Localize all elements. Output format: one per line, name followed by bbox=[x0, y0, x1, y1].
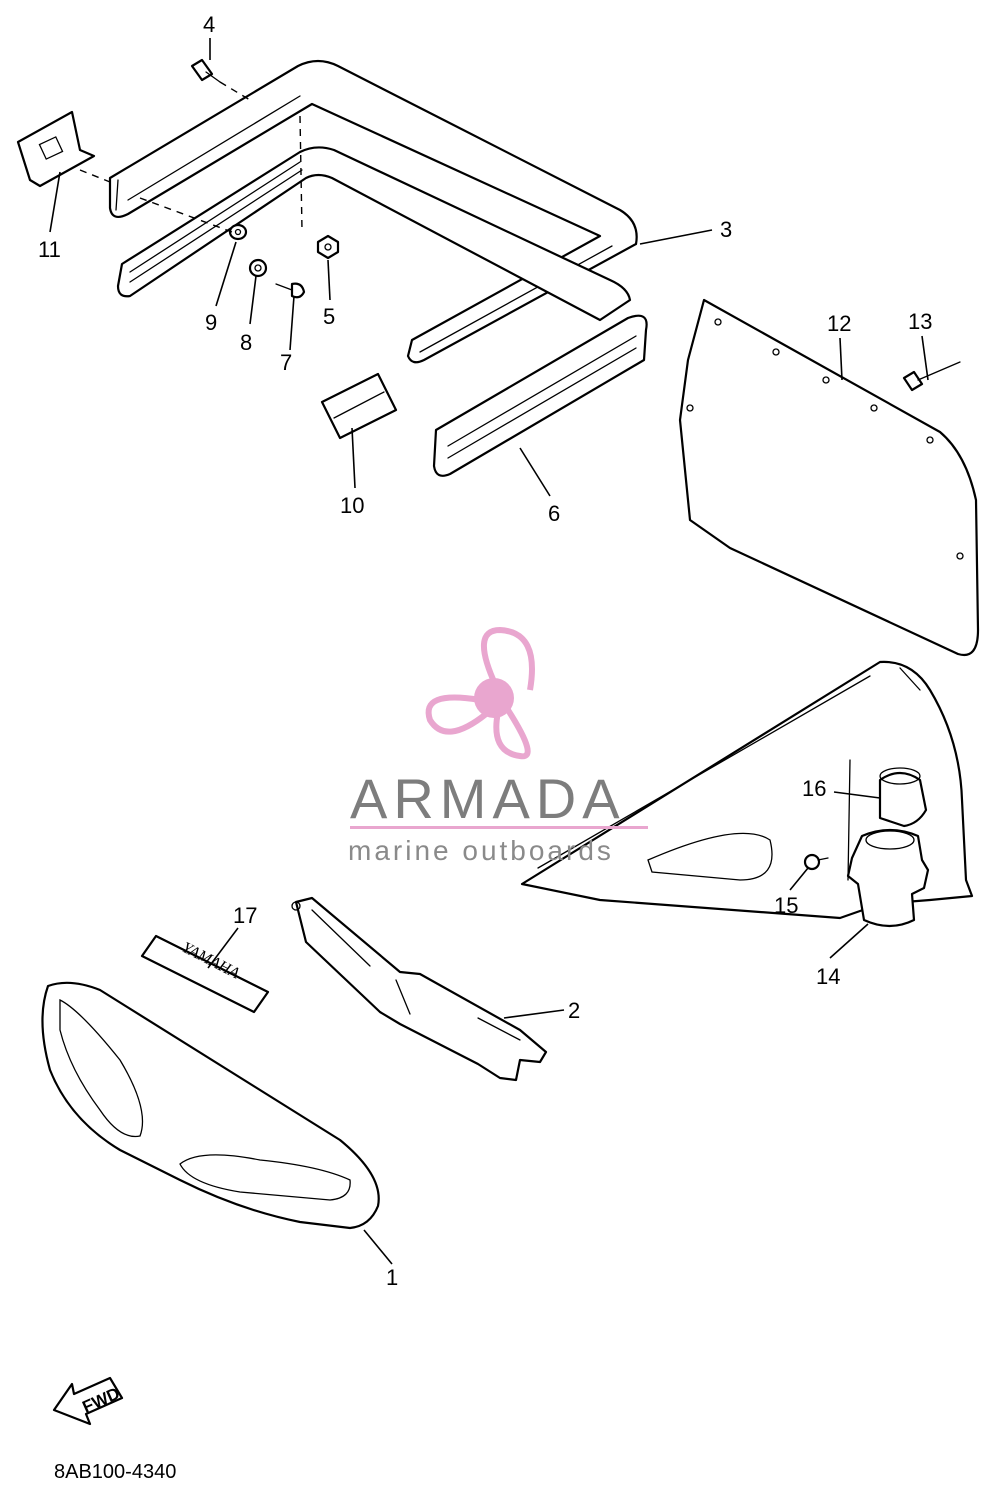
part-15-plug bbox=[803, 853, 829, 871]
callout-2: 2 bbox=[568, 998, 580, 1023]
watermark: ARMADA marine outboards bbox=[348, 626, 648, 866]
callout-9: 9 bbox=[205, 310, 217, 335]
assembly-line-a bbox=[139, 197, 233, 233]
watermark-subtitle: marine outboards bbox=[348, 835, 614, 866]
fwd-arrow-icon: FWD bbox=[52, 1376, 124, 1426]
diagram-code: 8AB100-4340 bbox=[54, 1461, 176, 1483]
part-9-washer bbox=[228, 223, 248, 241]
callout-5: 5 bbox=[323, 304, 335, 329]
callout-14: 14 bbox=[816, 964, 840, 989]
callout-10: 10 bbox=[340, 493, 364, 518]
propeller-icon bbox=[425, 626, 535, 760]
part-4-screw bbox=[190, 58, 251, 101]
part-6-rubber-strip bbox=[432, 314, 648, 477]
callout-8: 8 bbox=[240, 330, 252, 355]
callout-11: 11 bbox=[38, 237, 61, 262]
part-16-cap bbox=[878, 767, 928, 828]
callout-7: 7 bbox=[280, 350, 292, 375]
callout-16: 16 bbox=[802, 776, 826, 801]
callout-4: 4 bbox=[203, 12, 215, 37]
callout-15: 15 bbox=[774, 893, 798, 918]
callout-13: 13 bbox=[908, 309, 932, 334]
part-11-bracket bbox=[16, 110, 111, 188]
callout-12: 12 bbox=[827, 311, 851, 336]
callout-3: 3 bbox=[720, 217, 732, 242]
callout-1: 1 bbox=[386, 1265, 398, 1290]
propeller-hub bbox=[474, 678, 514, 718]
callout-labels: 4 3 11 9 8 7 5 12 13 10 6 16 15 17 14 2 … bbox=[38, 12, 932, 1290]
callout-6: 6 bbox=[548, 501, 560, 526]
part-10-pad bbox=[320, 372, 398, 440]
part-13-rivet bbox=[902, 361, 961, 392]
watermark-rule bbox=[350, 826, 648, 829]
part-5-nut bbox=[316, 234, 340, 260]
part-3-handle-frame bbox=[108, 59, 638, 364]
part-14-fitting bbox=[846, 828, 930, 928]
part-8-washer bbox=[248, 258, 268, 278]
watermark-title: ARMADA bbox=[350, 767, 626, 830]
leader-lines bbox=[49, 38, 929, 1265]
part-17-badge: YAMAHA bbox=[140, 934, 270, 1014]
part-7-bolt bbox=[275, 282, 306, 299]
part-2-vent-grille bbox=[291, 896, 548, 1082]
part-12-panel bbox=[678, 298, 980, 657]
part-1-cover bbox=[41, 981, 380, 1230]
assembly-line-b bbox=[299, 115, 303, 231]
callout-17: 17 bbox=[233, 903, 257, 928]
